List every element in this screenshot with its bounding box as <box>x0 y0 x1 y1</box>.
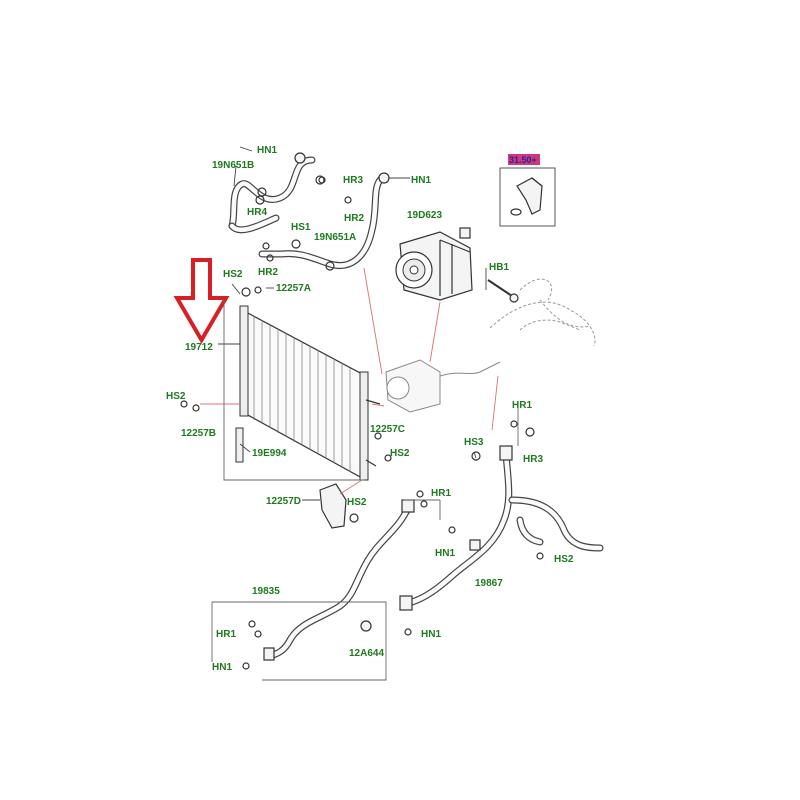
hose-19n651b <box>228 152 325 234</box>
engine-ghost <box>489 278 596 347</box>
leader-lines <box>211 146 519 681</box>
label-12257d: 12257D <box>266 496 301 507</box>
label-19d623: 19D623 <box>407 210 442 221</box>
label-12257c: 12257C <box>370 424 405 435</box>
label-hr1-right: HR1 <box>512 400 532 411</box>
label-hr2-mid: HR2 <box>258 267 278 278</box>
label-19n651a: 19N651A <box>314 232 356 243</box>
fasteners <box>180 176 544 670</box>
label-19n651b: 19N651B <box>212 160 254 171</box>
compressor-19d623 <box>395 227 473 301</box>
label-19712: 19712 <box>185 342 213 353</box>
hose-19835 <box>263 499 415 661</box>
part-labels: HN1 19N651B HR3 HN1 HR4 HR2 19D623 HS1 1… <box>166 145 574 673</box>
label-19835: 19835 <box>252 586 280 597</box>
label-hn1-top: HN1 <box>257 145 277 156</box>
label-inset-ref: 31.50+ <box>509 155 537 165</box>
label-hr2-top: HR2 <box>344 213 364 224</box>
label-hr3-top: HR3 <box>343 175 363 186</box>
label-hs2-b: HS2 <box>166 391 186 402</box>
label-hn1-right: HN1 <box>421 629 441 640</box>
label-hs2-e: HS2 <box>554 554 574 565</box>
label-hr1-low: HR1 <box>216 629 236 640</box>
hose-assembly-19867 <box>399 445 604 611</box>
label-19867: 19867 <box>475 578 503 589</box>
label-12a644: 12A644 <box>349 648 384 659</box>
compressor-ghost <box>385 359 501 413</box>
label-hs2-c: HS2 <box>390 448 410 459</box>
label-hb1: HB1 <box>489 262 509 273</box>
inset-box <box>499 154 556 227</box>
label-hn1-mid: HN1 <box>435 548 455 559</box>
label-hn1-low: HN1 <box>212 662 232 673</box>
condenser-19712 <box>235 305 381 481</box>
label-hs3: HS3 <box>464 437 484 448</box>
label-hs1: HS1 <box>291 222 311 233</box>
label-hr1-mid: HR1 <box>431 488 451 499</box>
hose-19n651a <box>258 172 390 271</box>
label-12257b: 12257B <box>181 428 216 439</box>
label-hs2-d: HS2 <box>347 497 367 508</box>
label-hs2-a: HS2 <box>223 269 243 280</box>
label-hr4: HR4 <box>247 207 267 218</box>
label-12257a: 12257A <box>276 283 311 294</box>
label-19e994: 19E994 <box>252 448 287 459</box>
label-hn1-topright: HN1 <box>411 175 431 186</box>
red-leader-lines <box>200 267 499 495</box>
bracket-12257d <box>319 483 359 529</box>
bolt-hb1 <box>487 279 519 303</box>
label-hr3-right: HR3 <box>523 454 543 465</box>
red-arrow-icon <box>173 258 230 344</box>
